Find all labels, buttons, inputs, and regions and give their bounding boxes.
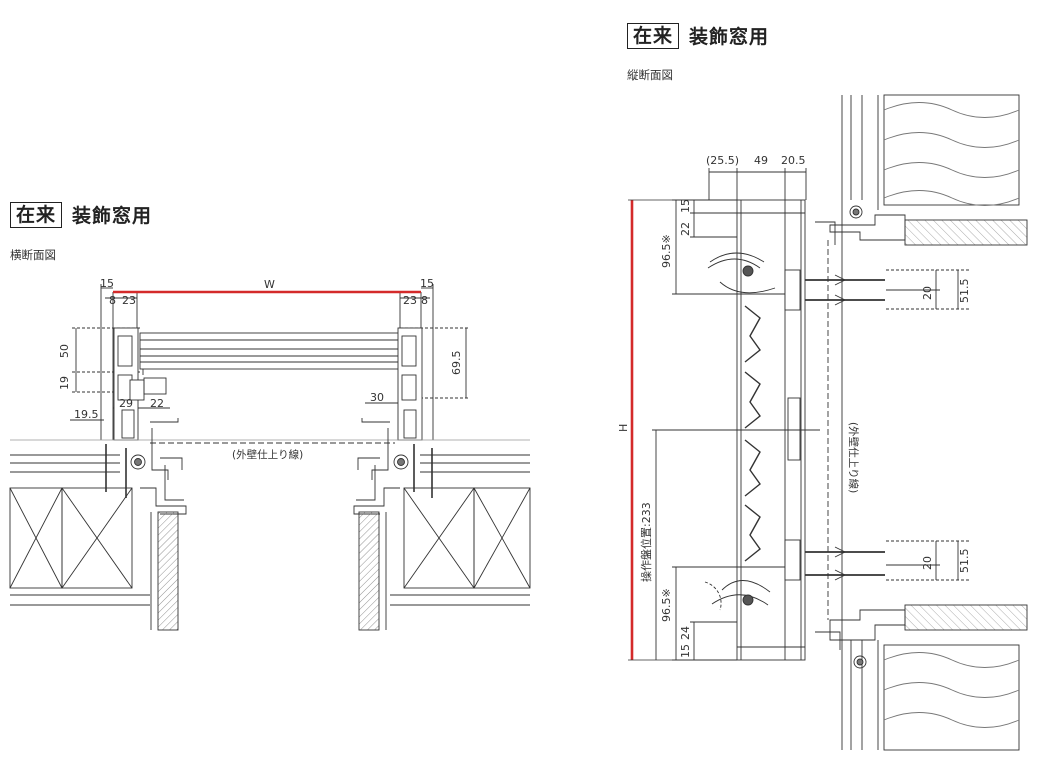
dim-51-5-top: 51.5 <box>958 279 971 304</box>
right-section-title: 装飾窓用 <box>689 26 770 48</box>
left-section-heading: 在来 装飾窓用 <box>10 201 152 228</box>
dim-19-5: 19.5 <box>74 408 99 421</box>
left-section-title: 装飾窓用 <box>72 205 153 227</box>
left-section-subtitle: 横断面図 <box>10 248 56 262</box>
dim-69-5: 69.5 <box>450 351 463 376</box>
dim-8-right: 8 <box>421 294 428 307</box>
dim-51-5-bottom: 51.5 <box>958 549 971 574</box>
dim-30: 30 <box>370 391 384 404</box>
dim-50: 50 <box>58 344 71 358</box>
horizontal-section-drawing <box>9 284 531 631</box>
dim-29: 29 <box>119 397 133 410</box>
dim-22: 22 <box>150 397 164 410</box>
right-section-heading: 在来 装飾窓用 <box>627 22 769 49</box>
dim-h: H <box>617 424 630 432</box>
right-wall-line-label: (外壁仕上り線) <box>847 422 860 493</box>
dim-op-pos: 操作盤位置:233 <box>639 502 653 582</box>
dim-96-5-bottom: 96.5※ <box>660 588 673 622</box>
dim-24: 24 <box>679 626 692 640</box>
dim-20-top: 20 <box>921 286 934 300</box>
dim-15-right: 15 <box>420 277 434 290</box>
right-section-subtitle: 縦断面図 <box>627 68 673 82</box>
dim-19: 19 <box>58 376 71 390</box>
left-section-badge: 在来 <box>10 201 63 228</box>
right-section-badge: 在来 <box>627 22 680 49</box>
dim-20-bottom: 20 <box>921 556 934 570</box>
dim-w: W <box>264 278 275 291</box>
vertical-section-drawing <box>652 94 1028 751</box>
dim-15-top: 15 <box>679 199 692 213</box>
left-wall-line-label: (外壁仕上り線) <box>232 448 303 461</box>
dim-15-left: 15 <box>100 277 114 290</box>
dim-15-bottom: 15 <box>679 644 692 658</box>
dim-96-5-top: 96.5※ <box>660 234 673 268</box>
dim-23-right: 23 <box>403 294 417 307</box>
dim-8-left: 8 <box>109 294 116 307</box>
dim-20-5: 20.5 <box>781 154 806 167</box>
dim-25-5: (25.5) <box>706 154 739 167</box>
dim-49: 49 <box>754 154 768 167</box>
dim-23-left: 23 <box>122 294 136 307</box>
dim-22-top: 22 <box>679 222 692 236</box>
